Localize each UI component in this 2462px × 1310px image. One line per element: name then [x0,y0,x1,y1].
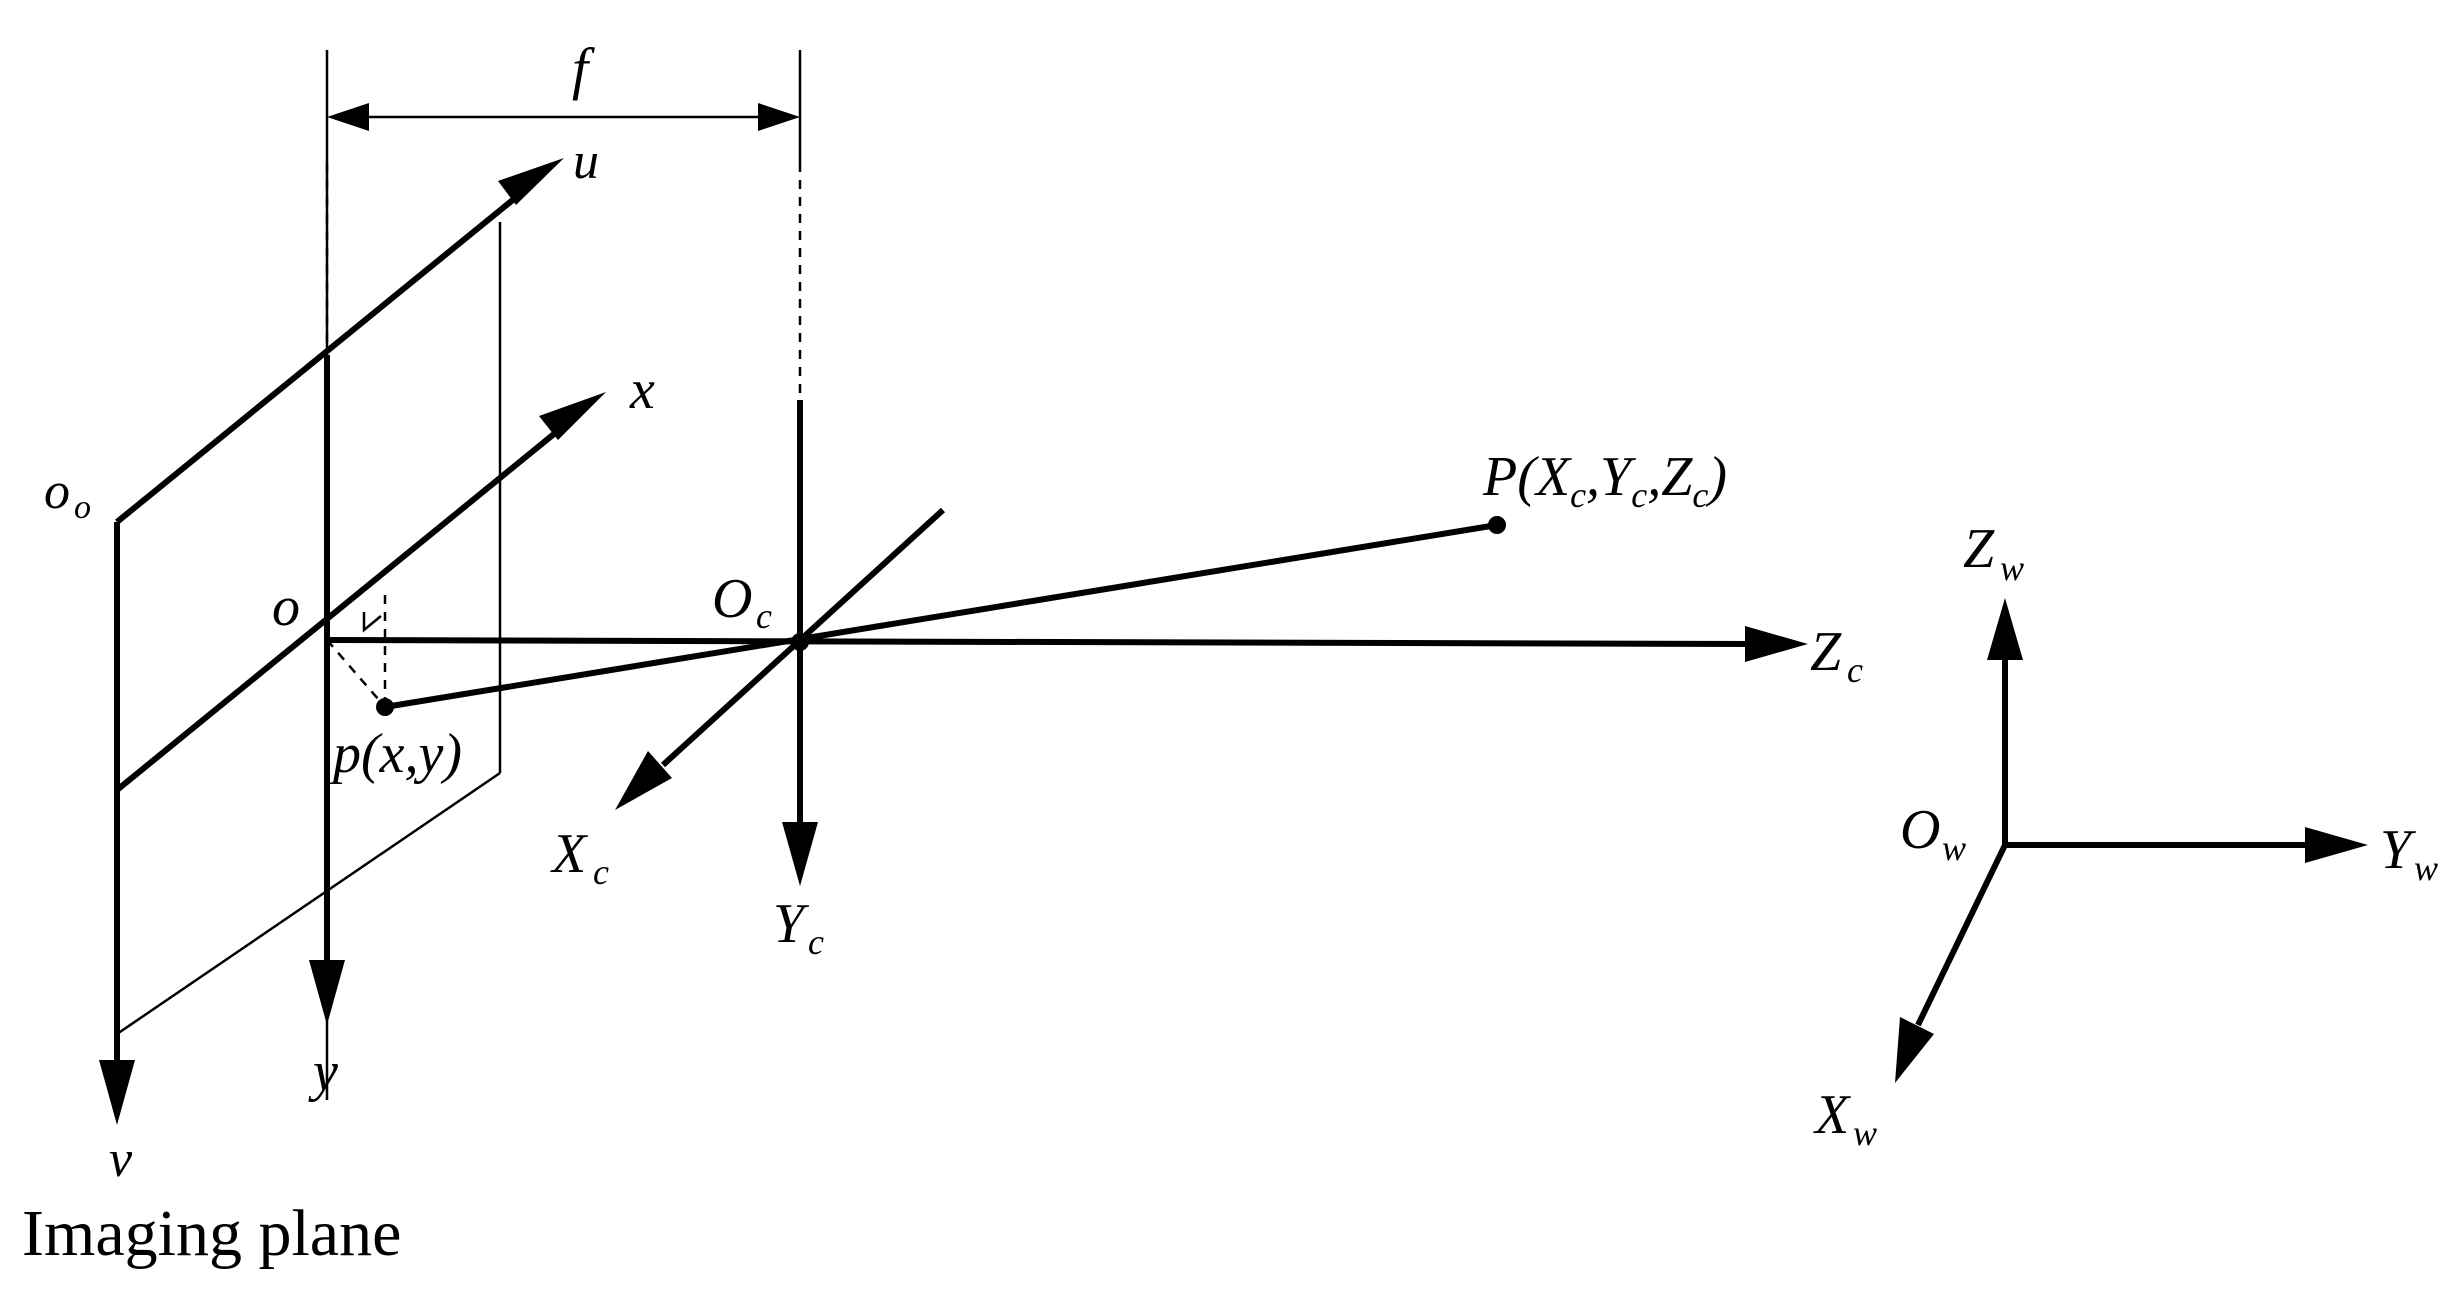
camera-origin-point [791,633,809,651]
imaging-plane: o o u v Imaging plane [22,133,599,1270]
u-axis-label: u [573,133,599,190]
u-axis-arrow [498,158,564,205]
zc-axis-arrow [1745,626,1808,662]
xc-axis-arrow [615,751,672,810]
y-axis-arrow [309,960,345,1025]
zc-axis-label: Z [1810,621,1842,683]
yc-axis-sub: c [808,922,824,962]
x-axis [115,422,567,793]
imaging-plane-caption: Imaging plane [22,1197,401,1270]
zc-axis-sub: c [1847,650,1863,690]
camera-origin-sub: c [756,596,772,636]
y-axis-label: y [308,1041,338,1103]
xw-axis [1915,843,2008,1027]
focal-arrow-left [327,103,369,131]
zw-axis-label: Z [1963,518,1995,580]
world-origin-sub: w [1942,828,1966,868]
x-axis-arrow [539,392,606,440]
zc-axis [326,637,1751,647]
image-coordinate-axes: o x y p(x,y) [115,355,655,1103]
focal-length-label: f [572,36,595,101]
image-point-label: p(x,y) [329,723,462,785]
u-axis [115,187,527,525]
x-axis-label: x [629,359,655,421]
right-angle-mark [362,612,382,633]
yw-axis-sub: w [2414,848,2438,888]
focal-arrow-right [758,103,800,131]
world-origin-label: O [1900,799,1940,861]
v-axis-label: v [109,1131,133,1188]
image-point-marker [376,698,394,716]
plane-bottom-edge [116,771,501,1036]
v-axis-arrow [99,1060,135,1125]
xw-axis-label: X [1813,1084,1852,1146]
xw-axis-arrow [1895,1017,1934,1083]
world-coordinate-system: Z w O w Y w X w [1813,518,2438,1153]
projection-ray [384,522,1498,710]
xc-axis-label: X [550,823,589,885]
image-origin-label: o [272,576,300,638]
p-projection-dashed-1 [326,639,386,708]
world-point-marker [1488,516,1506,534]
yc-axis-arrow [782,822,818,886]
zw-axis-arrow [1987,598,2023,660]
xc-axis-sub: c [593,852,609,892]
yw-axis-arrow [2305,827,2368,863]
world-point-label: P(Xc,Yc,Zc) [1482,446,1727,515]
plane-origin-sub: o [74,489,91,526]
xw-axis-sub: w [1853,1113,1877,1153]
yc-axis-label: Y [773,893,810,955]
camera-origin-label: O [712,568,752,630]
camera-coordinate-system: O c X c Y c Z c P(Xc,Yc,Zc) [326,400,1863,962]
zw-axis-sub: w [2000,548,2024,588]
plane-origin-label: o [44,463,70,520]
yw-axis-label: Y [2380,819,2417,881]
